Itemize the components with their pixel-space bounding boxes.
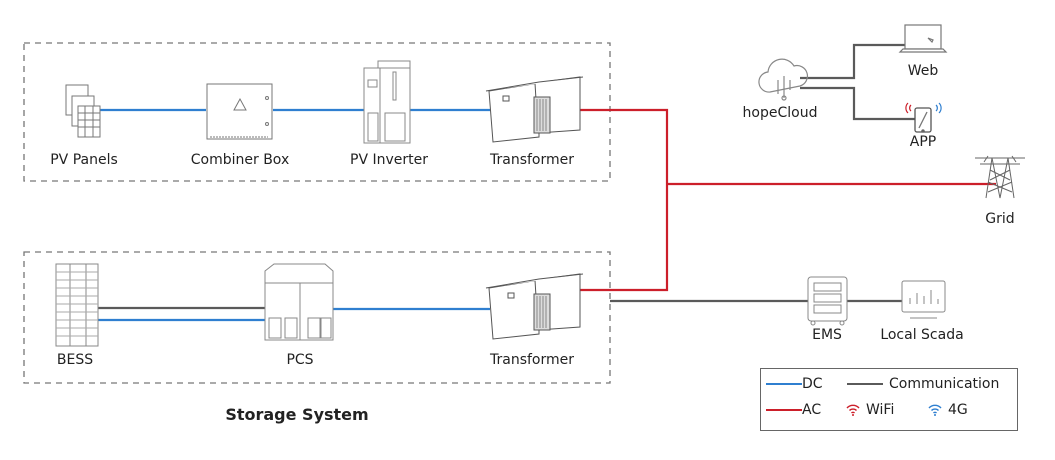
pcs-icon <box>264 263 334 341</box>
wifi-signal-icon <box>905 102 912 114</box>
ac-line-pv-transformer <box>577 108 669 292</box>
hopecloud-label: hopeCloud <box>742 105 818 121</box>
solar-panels-icon <box>65 84 101 138</box>
app-label: APP <box>909 134 937 150</box>
storage-system-box <box>23 251 611 384</box>
web-label: Web <box>907 63 939 79</box>
legend-ac: AC <box>766 402 821 418</box>
dc-line-swatch <box>766 383 802 385</box>
combiner-box-icon <box>206 83 273 140</box>
phone-icon <box>914 107 932 133</box>
pcs-label: PCS <box>286 352 314 368</box>
legend-dc-label: DC <box>802 376 823 392</box>
ac-line-swatch <box>766 409 802 411</box>
storage-system-title: Storage System <box>225 405 369 424</box>
pv-inverter-label: PV Inverter <box>350 152 428 168</box>
comm-line-cloud-web <box>800 43 905 80</box>
local-scada-label: Local Scada <box>880 327 964 343</box>
transformer-icon <box>485 76 584 143</box>
communication-line-swatch <box>847 383 883 385</box>
grid-label: Grid <box>985 211 1015 227</box>
legend-wifi: WiFi <box>845 402 894 418</box>
legend-ac-label: AC <box>802 402 822 418</box>
combiner-box-label: Combiner Box <box>190 152 290 168</box>
4g-icon <box>928 404 942 416</box>
power-tower-icon <box>975 155 1025 199</box>
storage-transformer-label: Transformer <box>489 352 575 368</box>
server-icon <box>807 276 848 326</box>
transformer-icon <box>485 273 584 340</box>
ems-label: EMS <box>812 327 842 343</box>
bess-label: BESS <box>56 352 94 368</box>
legend: DC Communication AC WiFi 4G <box>760 368 1018 431</box>
cloud-icon <box>758 58 809 101</box>
comm-line-cloud-app <box>800 86 915 121</box>
legend-wifi-label: WiFi <box>866 402 895 418</box>
legend-4g: 4G <box>927 402 968 418</box>
pv-system-box <box>23 42 611 182</box>
legend-communication-label: Communication <box>889 376 1000 392</box>
4g-signal-icon <box>935 102 942 114</box>
pv-panels-label: PV Panels <box>50 152 118 168</box>
legend-communication: Communication <box>847 376 999 392</box>
legend-dc: DC <box>766 376 823 392</box>
legend-4g-label: 4G <box>948 402 968 418</box>
inverter-icon <box>363 60 411 144</box>
laptop-icon <box>898 24 948 53</box>
monitor-chart-icon <box>901 280 946 319</box>
pv-transformer-label: Transformer <box>489 152 575 168</box>
battery-rack-icon <box>55 263 99 347</box>
wifi-icon <box>846 404 860 416</box>
